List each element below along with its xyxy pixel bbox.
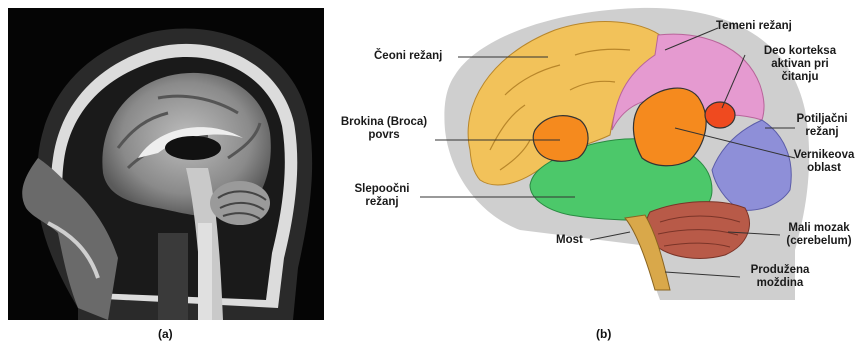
label-wernicke-line-1: Vernikeova bbox=[784, 149, 864, 162]
label-reading-cortex-line-3: čitanju bbox=[752, 71, 848, 84]
label-broca-area: Brokina (Broca) povrs bbox=[334, 116, 434, 142]
label-frontal-lobe: Čeoni režanj bbox=[374, 50, 442, 63]
label-reading-cortex-line-2: aktivan pri bbox=[752, 58, 848, 71]
label-temporal-line-2: režanj bbox=[342, 196, 422, 209]
label-occipital-line-2: režanj bbox=[784, 126, 860, 139]
label-reading-cortex-line-1: Deo korteksa bbox=[752, 45, 848, 58]
label-occipital-line-1: Potiljačni bbox=[784, 113, 860, 126]
panel-b-caption: (b) bbox=[596, 327, 611, 341]
label-temporal-line-1: Slepoočni bbox=[342, 183, 422, 196]
label-medulla: Produžena moždina bbox=[740, 264, 820, 290]
label-wernicke-area: Vernikeova oblast bbox=[784, 149, 864, 175]
label-cerebellum: Mali mozak (cerebelum) bbox=[774, 222, 864, 248]
label-parietal-lobe: Temeni režanj bbox=[716, 20, 792, 33]
label-pons: Most bbox=[556, 234, 583, 247]
label-medulla-line-2: moždina bbox=[740, 277, 820, 290]
label-broca-line-2: povrs bbox=[334, 129, 434, 142]
label-occipital-lobe: Potiljačni režanj bbox=[784, 113, 860, 139]
label-wernicke-line-2: oblast bbox=[784, 162, 864, 175]
label-temporal-lobe: Slepoočni režanj bbox=[342, 183, 422, 209]
label-reading-cortex: Deo korteksa aktivan pri čitanju bbox=[752, 45, 848, 84]
label-broca-line-1: Brokina (Broca) bbox=[334, 116, 434, 129]
label-cerebellum-line-1: Mali mozak bbox=[774, 222, 864, 235]
label-medulla-line-1: Produžena bbox=[740, 264, 820, 277]
label-cerebellum-line-2: (cerebelum) bbox=[774, 235, 864, 248]
